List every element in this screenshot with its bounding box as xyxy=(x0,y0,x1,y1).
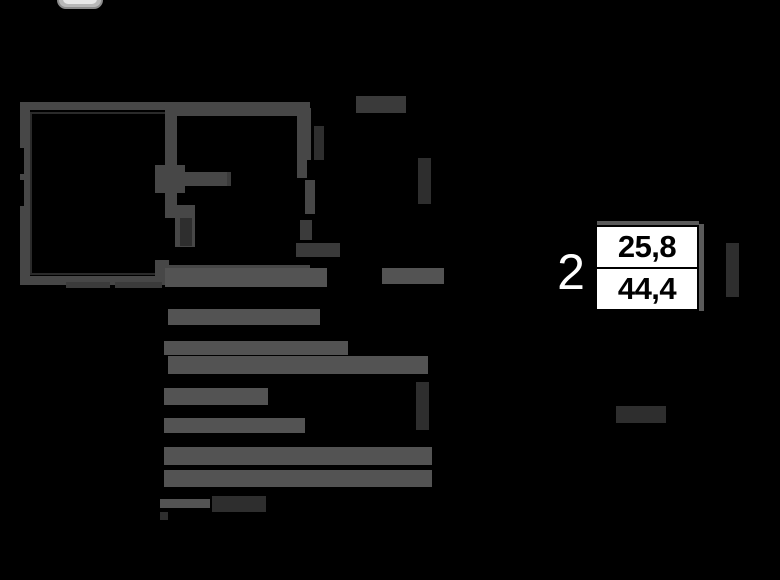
top-badge-inner xyxy=(63,0,97,4)
spec-side-marker xyxy=(416,382,429,430)
legend-line-2 xyxy=(212,496,266,512)
area-table: 25,8 44,4 xyxy=(595,225,699,311)
area-table-top-shadow xyxy=(597,221,699,226)
plan-label-small-2 xyxy=(296,243,340,257)
room-outline-left-bottom xyxy=(30,273,167,275)
wall-outer-left-vertical xyxy=(20,102,30,284)
spec-line-3 xyxy=(164,341,348,355)
wall-right-room-top xyxy=(177,108,307,116)
spec-line-1b xyxy=(382,268,444,284)
wall-right-room-stub xyxy=(305,108,311,160)
spec-line-2 xyxy=(168,309,320,325)
area-table-cell-living: 25,8 xyxy=(597,227,697,269)
spec-line-4 xyxy=(168,356,428,374)
legend-tick xyxy=(160,512,168,520)
room-outline-left-top xyxy=(30,112,165,114)
wall-right-notch-lower xyxy=(300,220,312,240)
plan-label-vertical-mid xyxy=(418,158,431,204)
spec-line-6 xyxy=(164,418,305,433)
side-label-right xyxy=(616,406,666,423)
wall-outer-bottom-left xyxy=(20,276,175,285)
spec-line-5 xyxy=(164,388,268,405)
side-label-vertical xyxy=(726,243,739,297)
spec-line-8 xyxy=(164,470,432,487)
area-table-right-shadow xyxy=(699,224,704,311)
wall-right-notch-upper xyxy=(305,180,315,214)
window-left-1 xyxy=(20,148,24,174)
plan-label-small-1 xyxy=(180,218,192,246)
wall-hall-door-swing xyxy=(227,172,231,186)
legend-line-1 xyxy=(160,499,210,508)
room-outline-left-side xyxy=(30,112,32,275)
wall-central-vertical xyxy=(165,102,177,218)
room-count-label: 2 xyxy=(557,244,585,300)
spec-line-7 xyxy=(164,447,432,465)
balcony-strip-right xyxy=(115,282,162,288)
area-table-cell-total: 44,4 xyxy=(617,271,677,306)
window-left-2 xyxy=(20,180,24,206)
wall-hall-arm xyxy=(185,172,227,186)
wall-right-room-right xyxy=(297,108,307,178)
plan-label-vertical-right xyxy=(314,126,324,160)
plan-label-a xyxy=(356,96,406,113)
wall-hall-block xyxy=(155,165,185,193)
balcony-strip-left xyxy=(66,282,110,288)
spec-line-1 xyxy=(165,268,327,287)
